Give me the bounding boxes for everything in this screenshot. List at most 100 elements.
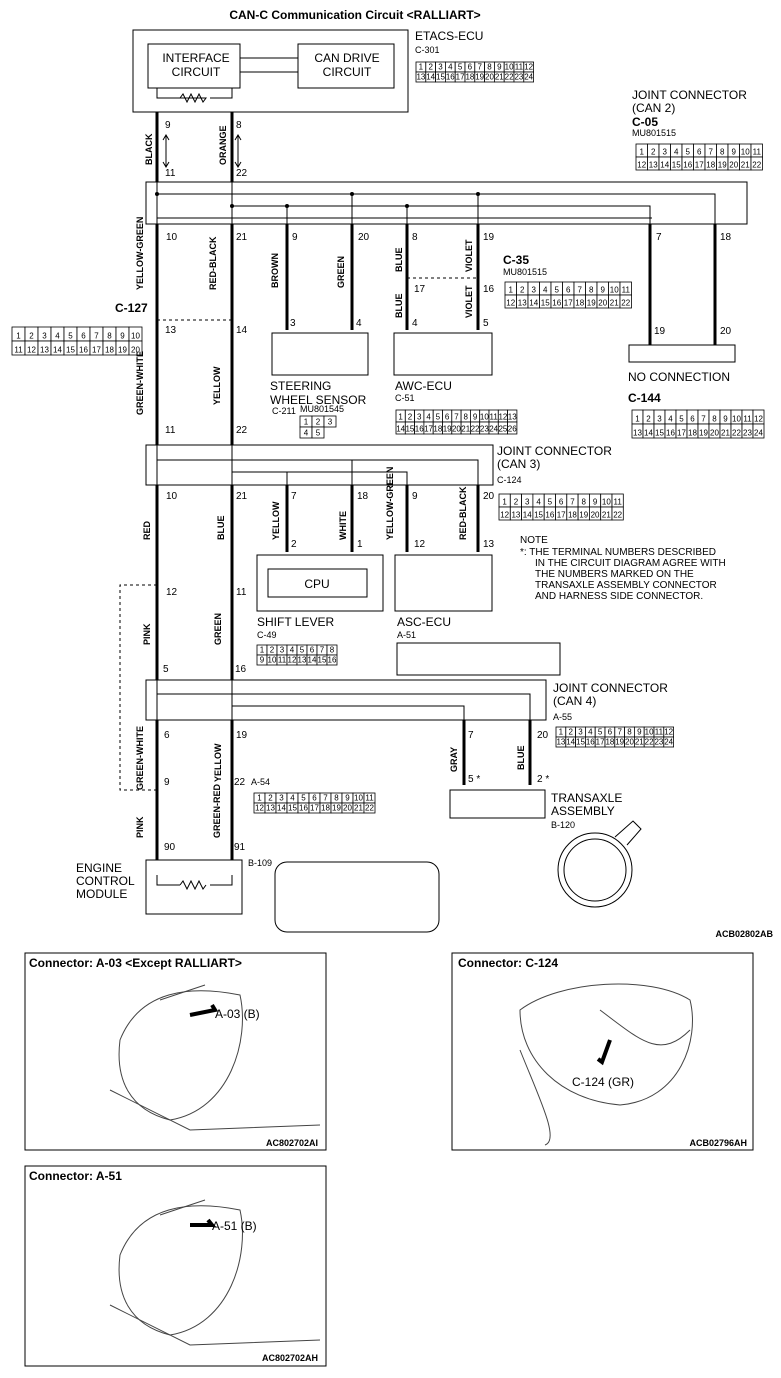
shift-connector-id: C-49 — [257, 630, 277, 640]
asc-name: ASC-ECU — [397, 615, 451, 629]
connector-pin-number: 19 — [475, 73, 484, 82]
svg-text:20: 20 — [483, 491, 495, 502]
connector-pin-number: 12 — [498, 413, 507, 422]
connector-pin-number: 1 — [509, 286, 514, 295]
connector-pin-number: 2 — [514, 498, 519, 507]
connector-pin-number: 15 — [436, 73, 445, 82]
connector-pin-number: 2 — [646, 415, 651, 424]
svg-text:IN THE CIRCUIT DIAGRAM AGREE W: IN THE CIRCUIT DIAGRAM AGREE WITH — [535, 558, 726, 569]
connector-pin-number: 6 — [312, 794, 317, 803]
connector-pin-number: 8 — [107, 332, 112, 341]
svg-text:11: 11 — [236, 587, 247, 598]
svg-text:CIRCUIT: CIRCUIT — [323, 65, 372, 79]
connector-pin-number: 2 — [568, 728, 573, 737]
photo-connector-label: A-51 (B) — [212, 1219, 257, 1233]
connector-pin-number: 4 — [304, 429, 309, 438]
connector-pin-number: 14 — [426, 73, 435, 82]
connector-pin-number: 17 — [456, 73, 465, 82]
connector-pin-number: 1 — [640, 148, 645, 157]
connector-pin-number: 4 — [588, 728, 593, 737]
connector-pin-number: 14 — [523, 511, 532, 520]
connector-pin-number: 9 — [260, 656, 265, 665]
svg-text:6: 6 — [164, 730, 170, 741]
connector-pin-number: 4 — [448, 63, 453, 72]
connector-pin-number: 10 — [610, 286, 619, 295]
connector-pin — [326, 654, 338, 666]
connector-pin-number: 1 — [304, 418, 309, 427]
connector-pin-number: 7 — [323, 794, 328, 803]
connector-pin-number: 14 — [277, 804, 286, 813]
svg-text:16: 16 — [483, 284, 495, 295]
steering-name-line2: WHEEL SENSOR — [270, 393, 367, 407]
connector-pin-number: 10 — [268, 656, 277, 665]
connector-pin-number: 19 — [718, 161, 727, 170]
photo-title: Connector: C-124 — [458, 956, 558, 970]
connector-pin-number: 5 — [316, 429, 321, 438]
svg-text:TRANSAXLE ASSEMBLY CONNECTOR: TRANSAXLE ASSEMBLY CONNECTOR — [535, 580, 717, 591]
jc2-junction — [145, 181, 748, 225]
steering-sensor-box — [271, 332, 369, 376]
svg-text:3: 3 — [290, 318, 296, 329]
connector-pin-number: 2 — [268, 794, 273, 803]
transaxle-name-line2: ASSEMBLY — [551, 804, 615, 818]
svg-text:RED-BLACK: RED-BLACK — [208, 236, 218, 290]
svg-text:YELLOW: YELLOW — [212, 366, 222, 405]
connector-pin-number: 4 — [290, 794, 295, 803]
connector-pin-number: 13 — [556, 738, 565, 747]
connector-pin-number: 19 — [587, 299, 596, 308]
connector-pin-number: 19 — [615, 738, 624, 747]
svg-text:22: 22 — [236, 168, 248, 179]
connector-pin-number: 7 — [578, 286, 583, 295]
connector-pin-number: 18 — [688, 429, 697, 438]
connector-pin-number: 23 — [654, 738, 663, 747]
svg-text:7: 7 — [468, 730, 474, 741]
connector-pin-number: 15 — [541, 299, 550, 308]
svg-text:13: 13 — [483, 539, 495, 550]
jc2-name-line2: (CAN 2) — [632, 101, 675, 115]
svg-text:BROWN: BROWN — [270, 253, 280, 288]
steering-name-line1: STEERING — [270, 379, 331, 393]
connector-pin-number: 11 — [753, 148, 762, 157]
resistor-icon — [179, 879, 207, 891]
connector-pin-number: 13 — [40, 346, 49, 355]
shift-lever-name: SHIFT LEVER — [257, 615, 334, 629]
connector-pin-number: 21 — [741, 161, 750, 170]
svg-text:7: 7 — [291, 491, 297, 502]
connector-pin-number: 16 — [666, 429, 675, 438]
c144-connector-id: C-144 — [628, 391, 661, 405]
svg-text:VIOLET: VIOLET — [464, 285, 474, 318]
connector-pin-number: 4 — [543, 286, 548, 295]
svg-text:THE NUMBERS MARKED ON THE: THE NUMBERS MARKED ON THE — [535, 569, 694, 580]
svg-text:18: 18 — [720, 232, 732, 243]
connector-pin-number: 11 — [365, 794, 374, 803]
svg-text:8: 8 — [236, 120, 242, 131]
connector-pin — [619, 294, 632, 309]
svg-text:17: 17 — [414, 284, 426, 295]
svg-text:12: 12 — [414, 539, 426, 550]
connector-pin-number: 6 — [697, 148, 702, 157]
connector-pin-number: 16 — [586, 738, 595, 747]
connector-pin-number: 4 — [290, 646, 295, 655]
svg-text:22: 22 — [236, 425, 248, 436]
svg-text:2 *: 2 * — [537, 774, 549, 785]
photo-title: Connector: A-51 — [29, 1169, 122, 1183]
connector-pin-number: 19 — [699, 429, 708, 438]
connector-pin-number: 10 — [131, 332, 140, 341]
connector-pin-number: 11 — [613, 498, 622, 507]
jc4-name-line1: JOINT CONNECTOR — [553, 681, 668, 695]
svg-text:5 *: 5 * — [468, 774, 480, 785]
connector-pin-number: 9 — [601, 286, 606, 295]
wire-color-label: BLACK — [144, 133, 154, 165]
connector-pin-number: 12 — [500, 511, 509, 520]
connector-pin-number: 8 — [627, 728, 632, 737]
connector-pin — [750, 156, 763, 171]
photo-panel-a51: Connector: A-51 A-51 (B) AC802702AH — [24, 1165, 327, 1367]
connector-pin-number: 25 — [498, 425, 507, 434]
connector-pin-number: 9 — [120, 332, 125, 341]
svg-text:GREEN-WHITE: GREEN-WHITE — [135, 726, 145, 790]
connector-pin-number: 20 — [598, 299, 607, 308]
connector-pin-number: 9 — [345, 794, 350, 803]
connector-pin-number: 3 — [328, 418, 333, 427]
